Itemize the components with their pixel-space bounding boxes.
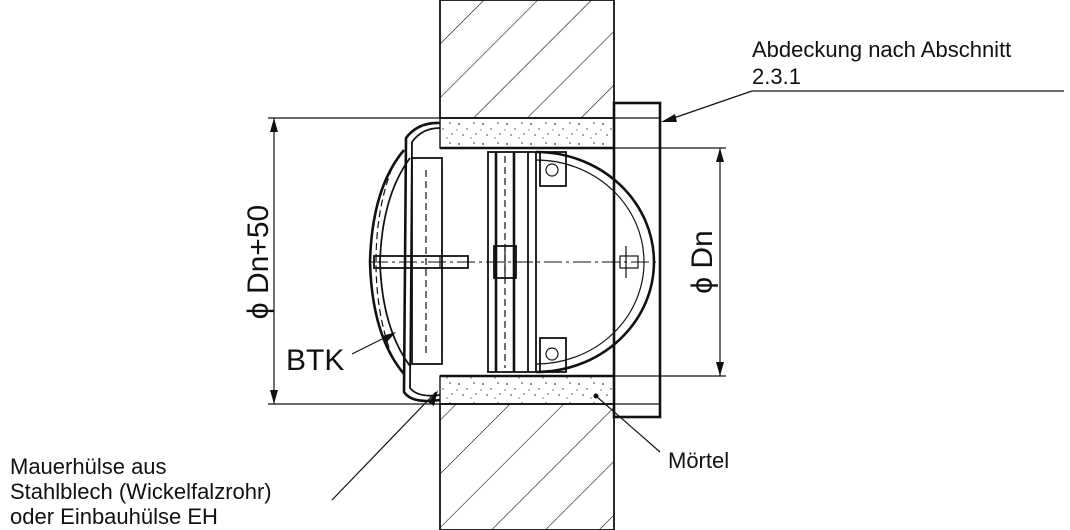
moertel-leader: Mörtel [593,393,729,473]
sleeve-label-line3: oder Einbauhülse EH [10,504,218,529]
btk-damper [368,121,660,403]
sleeve-label-line2: Stahlblech (Wickelfalzrohr) [10,479,272,504]
wall-lower [439,403,615,530]
btk-leader: BTK [286,332,396,377]
wall [439,0,615,530]
sleeve-label-line1: Mauerhülse aus [10,454,167,479]
sleeve-leader: Mauerhülse aus Stahlblech (Wickelfalzroh… [10,390,438,529]
dim-outer-label: ϕ Dn+50 [242,205,275,319]
dim-inner-label: ϕ Dn [686,230,719,294]
cover-label-line1: Abdeckung nach Abschnitt [752,37,1011,62]
dimension-inner: ϕ Dn [614,147,726,377]
dimension-outer: ϕ Dn+50 [242,117,440,405]
moertel-label: Mörtel [668,448,729,473]
mortar-upper [439,117,615,149]
mortar-lower [439,375,615,405]
mortar [439,117,615,405]
cover-plate [612,101,662,419]
btk-label: BTK [286,344,344,377]
wall-upper [439,0,615,119]
cover-label-line2: 2.3.1 [752,64,801,89]
cover-leader: Abdeckung nach Abschnitt 2.3.1 [661,37,1064,122]
